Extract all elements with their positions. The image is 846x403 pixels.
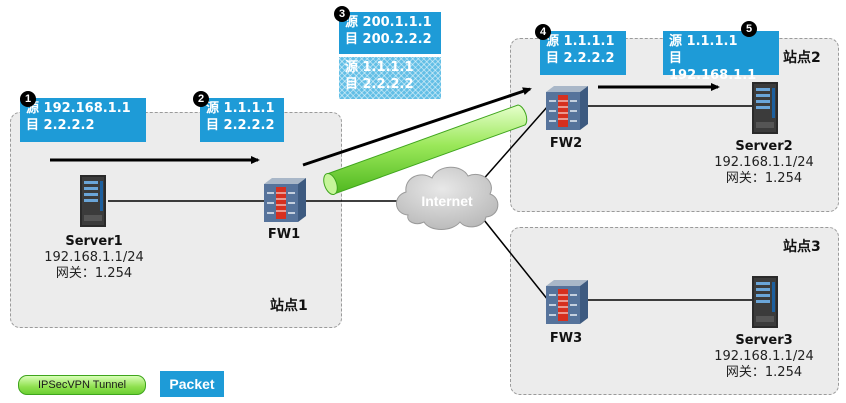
server2-icon (752, 82, 778, 134)
step-badge-2: 2 (193, 91, 209, 107)
packet-1-dst: 目 2.2.2.2 (26, 118, 95, 133)
server1-caption: Server1 192.168.1.1/24 网关：1.254 (44, 234, 144, 282)
packet-5-dst: 目 192.168.1.1 (669, 51, 757, 83)
step-badge-3: 3 (334, 6, 350, 22)
fw1-icon (264, 178, 306, 222)
server3-caption: Server3 192.168.1.1/24 网关：1.254 (712, 333, 816, 381)
fw2-name: FW2 (549, 136, 583, 151)
server2-gateway: 网关：1.254 (725, 171, 803, 186)
server2-ip: 192.168.1.1/24 (714, 155, 814, 170)
fw1-caption: FW1 (260, 227, 308, 243)
legend-tunnel: IPSecVPN Tunnel (18, 375, 146, 395)
site1-label: 站点1 (270, 298, 308, 314)
fw1-name: FW1 (267, 227, 301, 242)
packet-3-inner: 源 1.1.1.1 目 2.2.2.2 (339, 57, 441, 99)
packet-3-outer-dst: 目 200.2.2.2 (345, 32, 432, 47)
internet-label: Internet (421, 193, 473, 209)
server2-name: Server2 (735, 139, 793, 154)
fw3-name: FW3 (549, 331, 583, 346)
server2-caption: Server2 192.168.1.1/24 网关：1.254 (712, 139, 816, 187)
step-badge-1: 1 (20, 91, 36, 107)
link-internet-fw3 (479, 214, 549, 301)
packet-2: 源 1.1.1.1 目 2.2.2.2 (200, 98, 284, 142)
packet-3-outer: 源 200.1.1.1 目 200.2.2.2 (339, 12, 441, 54)
packet-3-inner-dst: 目 2.2.2.2 (345, 77, 414, 92)
step-badge-5: 5 (741, 21, 757, 37)
server1-gateway: 网关：1.254 (55, 266, 133, 281)
server1-ip: 192.168.1.1/24 (44, 250, 144, 265)
ipsec-tunnel (323, 104, 528, 196)
packet-2-dst: 目 2.2.2.2 (206, 118, 275, 133)
legend-packet: Packet (160, 371, 224, 397)
step-badge-4: 4 (535, 24, 551, 40)
site3-label: 站点3 (783, 239, 821, 255)
fw3-icon (546, 280, 588, 324)
packet-3-inner-src: 源 1.1.1.1 (345, 60, 414, 75)
server1-name: Server1 (65, 234, 123, 249)
fw2-caption: FW2 (542, 136, 590, 152)
packet-1-src: 源 192.168.1.1 (26, 101, 131, 116)
flow-arrow-wan (302, 87, 532, 167)
packet-3-outer-src: 源 200.1.1.1 (345, 15, 432, 30)
fw3-caption: FW3 (542, 331, 590, 347)
server1-icon (80, 175, 106, 227)
fw2-icon (546, 86, 588, 130)
packet-1: 源 192.168.1.1 目 2.2.2.2 (20, 98, 146, 142)
packet-4-dst: 目 2.2.2.2 (546, 51, 615, 66)
packet-4-src: 源 1.1.1.1 (546, 34, 615, 49)
packet-5: 源 1.1.1.1 目 192.168.1.1 (663, 31, 779, 83)
site2-label: 站点2 (783, 50, 821, 66)
packet-5-src: 源 1.1.1.1 (669, 34, 738, 49)
internet-cloud (396, 166, 499, 230)
server3-gateway: 网关：1.254 (725, 365, 803, 380)
packet-2-src: 源 1.1.1.1 (206, 101, 275, 116)
server3-name: Server3 (735, 333, 793, 348)
packet-4: 源 1.1.1.1 目 2.2.2.2 (540, 31, 626, 75)
server3-ip: 192.168.1.1/24 (714, 349, 814, 364)
link-internet-fw2 (479, 105, 549, 184)
server3-icon (752, 276, 778, 328)
